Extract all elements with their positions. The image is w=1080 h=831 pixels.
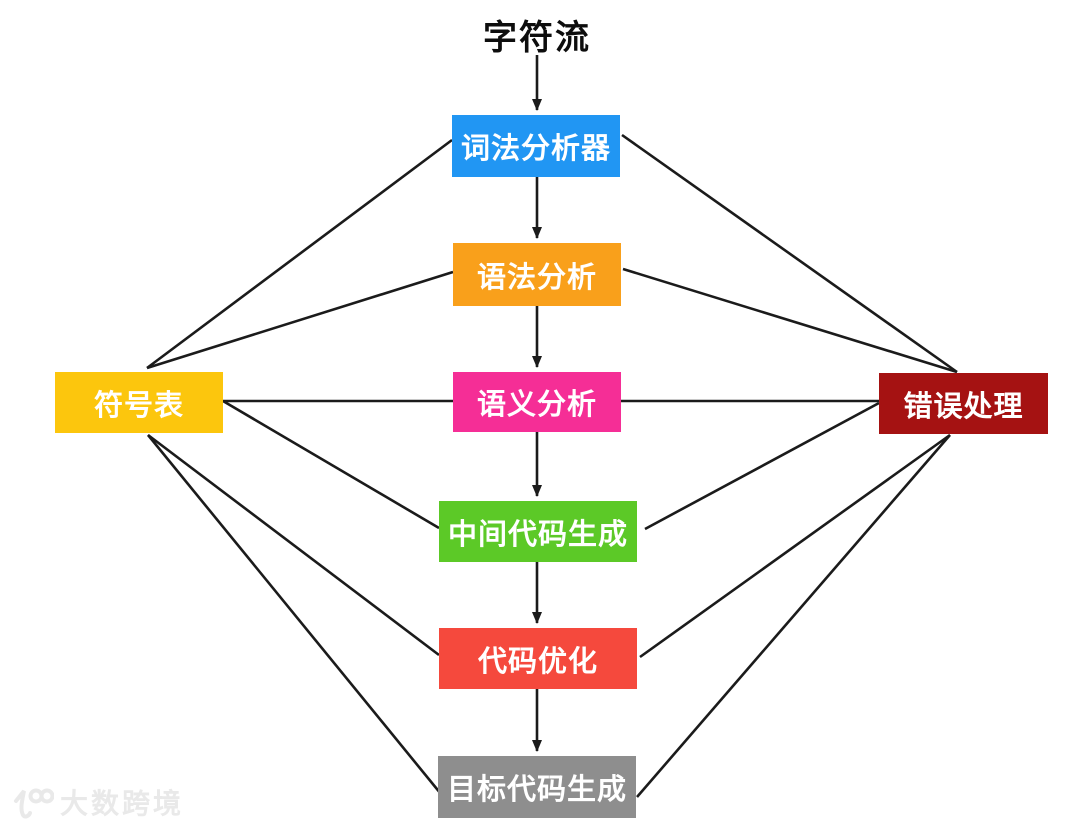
- node-target-code-gen: 目标代码生成: [438, 756, 636, 818]
- node-intermediate-code-gen: 中间代码生成: [439, 501, 637, 562]
- node-syntax-analysis: 语法分析: [453, 243, 621, 306]
- watermark-text: 大数跨境: [60, 788, 185, 819]
- link-symtab-intermediate: [222, 399, 440, 530]
- link-symtab-lexer: [146, 138, 453, 370]
- link-error-syntax: [622, 267, 958, 374]
- link-error-intermediate: [644, 401, 880, 531]
- link-error-optimize: [639, 433, 951, 659]
- node-code-optimization: 代码优化: [439, 628, 637, 689]
- node-lexical-analyzer: 词法分析器: [452, 115, 620, 177]
- watermark-logo-icon: [14, 788, 54, 819]
- link-error-target: [636, 434, 951, 798]
- source-label: 字符流: [483, 19, 591, 57]
- link-error-lexer: [621, 133, 958, 374]
- link-symtab-target: [146, 434, 443, 795]
- link-symtab-optimize: [147, 433, 440, 657]
- link-symtab-syntax: [146, 270, 454, 370]
- node-error-handling: 错误处理: [879, 373, 1048, 434]
- node-symbol-table: 符号表: [55, 372, 223, 433]
- watermark: 大数跨境: [12, 782, 184, 822]
- node-semantic-analysis: 语义分析: [453, 372, 621, 432]
